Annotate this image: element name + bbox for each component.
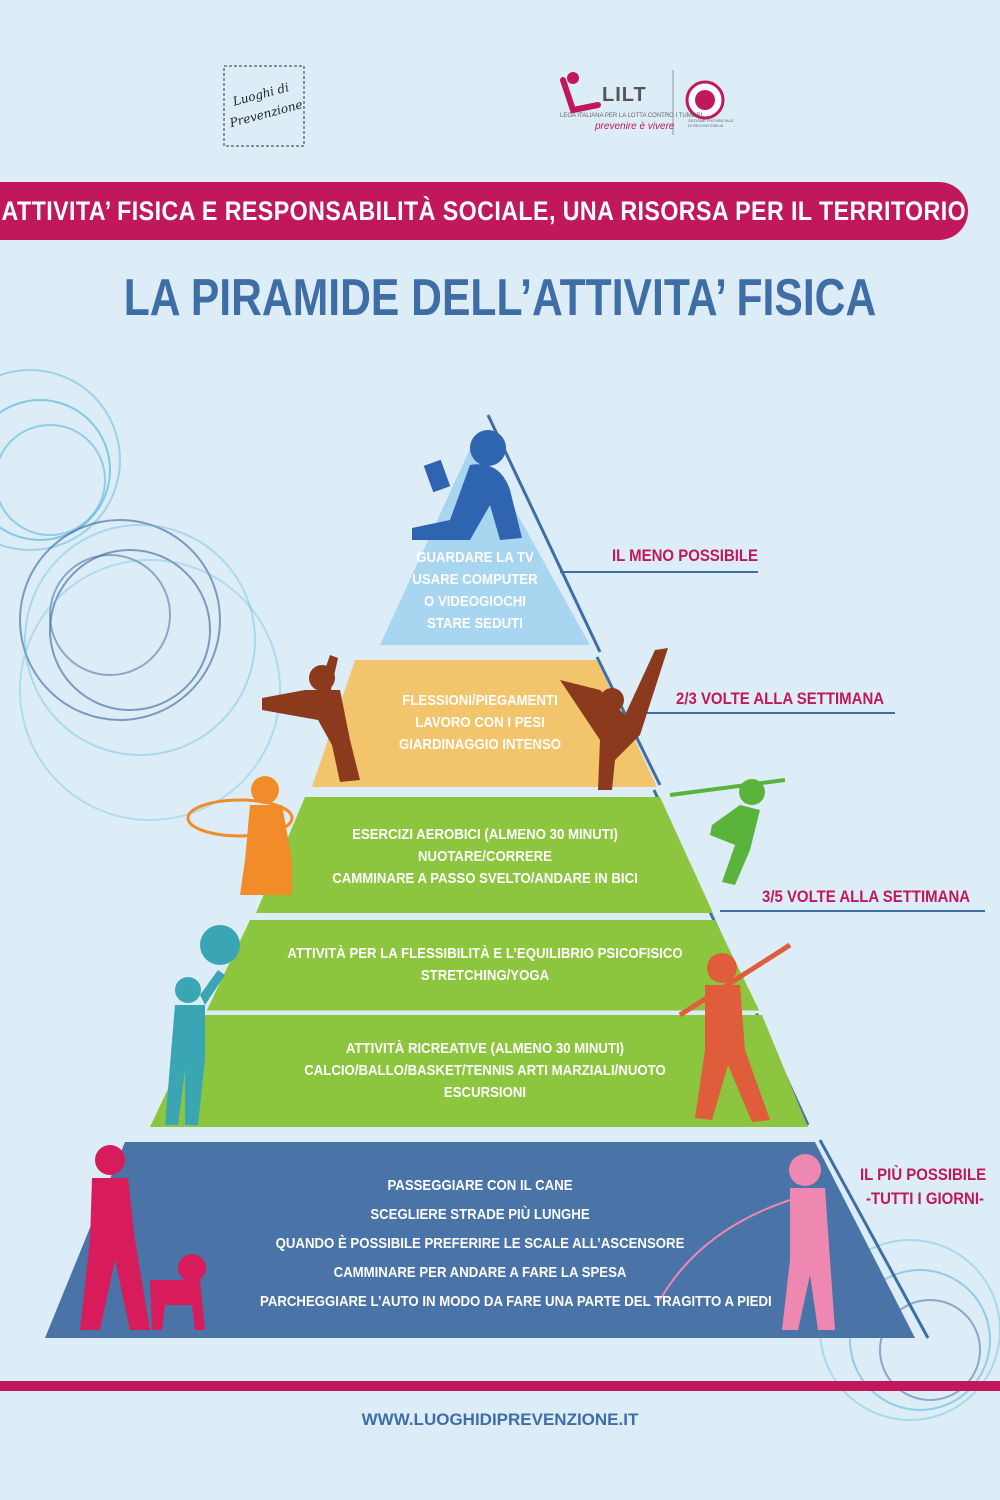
tier-fifth-text: ATTIVITÀ RICREATIVE (ALMENO 30 MINUTI) C… [269, 1038, 700, 1104]
tier-fourth-text: ATTIVITÀ PER LA FLESSIBILITÀ E L’EQUILIB… [269, 943, 700, 987]
tier-line: GIARDINAGGIO INTENSO [398, 736, 562, 753]
jump-rope-silhouette [659, 1154, 835, 1330]
pyramid-tier-fifth [150, 1015, 808, 1127]
tier-line: O VIDEOGIOCHI [424, 593, 526, 610]
banner-text: ATTIVITA’ FISICA E RESPONSABILITÀ SOCIAL… [1, 195, 967, 226]
tier-line: NUOTARE/CORRERE [418, 848, 552, 865]
tier-line: STRETCHING/YOGA [420, 967, 550, 984]
frequency-middle: 3/5 VOLTE ALLA SETTIMANA [762, 887, 971, 906]
frequency-base-2: -TUTTI I GIORNI- [866, 1189, 985, 1208]
footer-divider [0, 1381, 1000, 1391]
page-title: LA PIRAMIDE DELL’ATTIVITA’ FISICA [123, 269, 877, 327]
cartwheel-silhouette [560, 648, 668, 790]
tier-top-text: GUARDARE LA TV USARE COMPUTER O VIDEOGIO… [391, 547, 558, 635]
hula-hoop-silhouette [186, 776, 294, 895]
pyramid-tier-third [256, 797, 713, 913]
pyramid-tier-base [45, 1142, 915, 1338]
pyramid-tier-top [380, 438, 590, 645]
frequency-top: IL MENO POSSIBILE [612, 546, 759, 565]
tier-line: FLESSIONI/PIEGAMENTI [402, 692, 558, 709]
stretching-silhouette [678, 942, 792, 1122]
tier-line: CAMMINARE PER ANDARE A FARE LA SPESA [333, 1264, 627, 1281]
scooter-silhouette [669, 778, 786, 885]
tier-line: ESERCIZI AEROBICI (ALMENO 30 MINUTI) [352, 826, 618, 843]
tier-line: STARE SEDUTI [427, 615, 523, 632]
tier-third-text: ESERCIZI AEROBICI (ALMENO 30 MINUTI) NUO… [313, 824, 656, 890]
pyramid-edge-line [486, 414, 602, 653]
tier-line: CALCIO/BALLO/BASKET/TENNIS ARTI MARZIALI… [304, 1062, 666, 1079]
tier-line: PARCHEGGIARE L’AUTO IN MODO DA FARE UNA … [260, 1293, 772, 1310]
lilt-tagline: prevenire è vivere [595, 121, 675, 132]
tier-line: ESCURSIONI [443, 1084, 527, 1101]
footer-url[interactable]: WWW.LUOGHIDIPREVENZIONE.IT [361, 1410, 639, 1429]
luoghi-di-prevenzione-logo: Luoghi di Prevenzione [218, 60, 310, 152]
tier-line: GUARDARE LA TV [416, 549, 534, 566]
tier-line: USARE COMPUTER [412, 571, 538, 588]
ball-kid-silhouette [165, 925, 240, 1125]
frequency-second: 2/3 VOLTE ALLA SETTIMANA [676, 689, 885, 708]
pyramid-tier-fourth [206, 920, 760, 1012]
dog-silhouette [150, 1254, 206, 1330]
lilt-name: LILT [602, 84, 647, 106]
tier-base-text: PASSEGGIARE CON IL CANE SCEGLIERE STRADE… [260, 1171, 772, 1316]
tier-line: ATTIVITÀ PER LA FLESSIBILITÀ E L’EQUILIB… [287, 945, 683, 962]
tier-line: SCEGLIERE STRADE PIÙ LUNGHE [370, 1206, 590, 1223]
lilt-logo [553, 60, 743, 155]
tier-line: LAVORO CON I PESI [415, 714, 545, 731]
tier-line: PASSEGGIARE CON IL CANE [387, 1177, 573, 1194]
tier-line: QUANDO È POSSIBILE PREFERIRE LE SCALE AL… [275, 1235, 685, 1252]
lilt-subtitle: LEGA ITALIANA PER LA LOTTA CONTRO I TUMO… [560, 113, 703, 119]
tier-second-text: FLESSIONI/PIEGAMENTI LAVORO CON I PESI G… [379, 690, 581, 756]
header-banner: ATTIVITA’ FISICA E RESPONSABILITÀ SOCIAL… [0, 182, 968, 240]
child-with-laptop-silhouette [412, 430, 522, 540]
lilt-section: SEZIONE PROVINCIALE DI REGGIO EMILIA [688, 118, 734, 128]
tier-line: CAMMINARE A PASSO SVELTO/ANDARE IN BICI [332, 870, 638, 887]
frequency-base-1: IL PIÙ POSSIBILE [860, 1165, 987, 1184]
tier-line: ATTIVITÀ RICREATIVE (ALMENO 30 MINUTI) [345, 1040, 625, 1057]
pyramid-edge-line [818, 1139, 930, 1339]
karate-silhouette [262, 655, 360, 782]
walking-person-silhouette [80, 1145, 150, 1330]
